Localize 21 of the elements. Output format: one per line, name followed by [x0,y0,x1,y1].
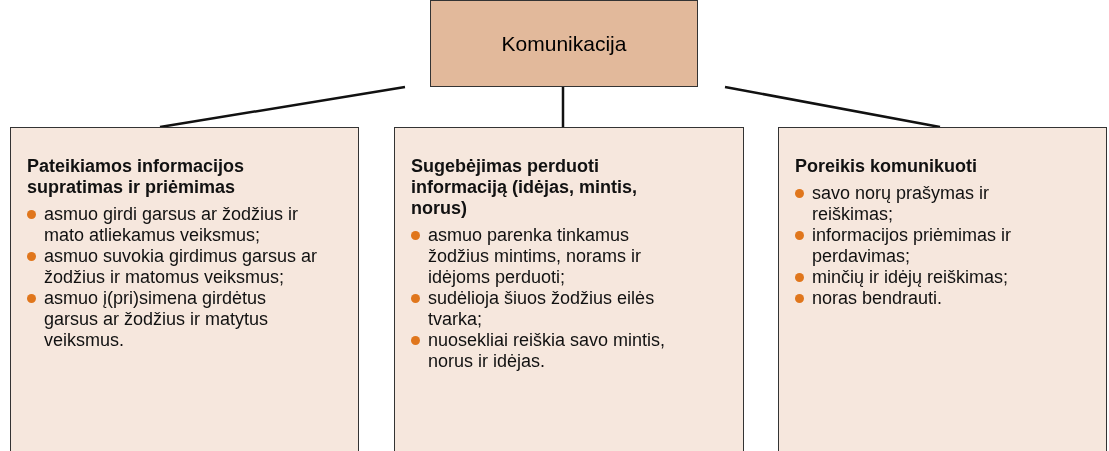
bullet-text: asmuo į(pri)simena girdėtus garsus ar žodžius ir matytus veiksmus. [44,288,269,350]
connector-line [159,85,406,129]
category-panel [10,127,359,451]
panel-heading: Poreikis komunikuoti [795,156,979,177]
bullet-text: noras bendrauti. [812,288,943,308]
category-panel [778,127,1107,451]
connector-line [724,85,941,129]
bullet-text: savo norų prašymas ir reiškimas; [812,183,990,224]
bullet-text: informacijos priėmimas ir perdavimas; [812,225,1012,266]
title-box [430,0,698,87]
bullet-text: asmuo girdi garsus ar žodžius ir mato atliekamus veiksmus; [44,204,299,245]
category-panel [394,127,744,451]
heading-text: Komunikacija [501,31,627,56]
bullet-text: minčių ir idėjų reiškimas; [812,267,1009,287]
bullet-text: sudėlioja šiuos žodžius eilės tvarka; [428,288,655,329]
bullet-text: nuosekliai reiškia savo mintis, norus ir idėjas. [428,330,666,371]
connector-line [561,87,565,127]
panel-heading: Sugebėjimas perduoti informaciją (idėjas, mintis, norus) [411,156,639,219]
bullet-text: asmuo parenka tinkamus žodžius mintims, norams ir idėjoms perduoti; [428,225,642,287]
panel-heading: Pateikiamos informacijos supratimas ir priėmimas [27,156,246,198]
bullet-text: asmuo suvokia girdimus garsus ar žodžius ir matomus veiksmus; [44,246,318,287]
